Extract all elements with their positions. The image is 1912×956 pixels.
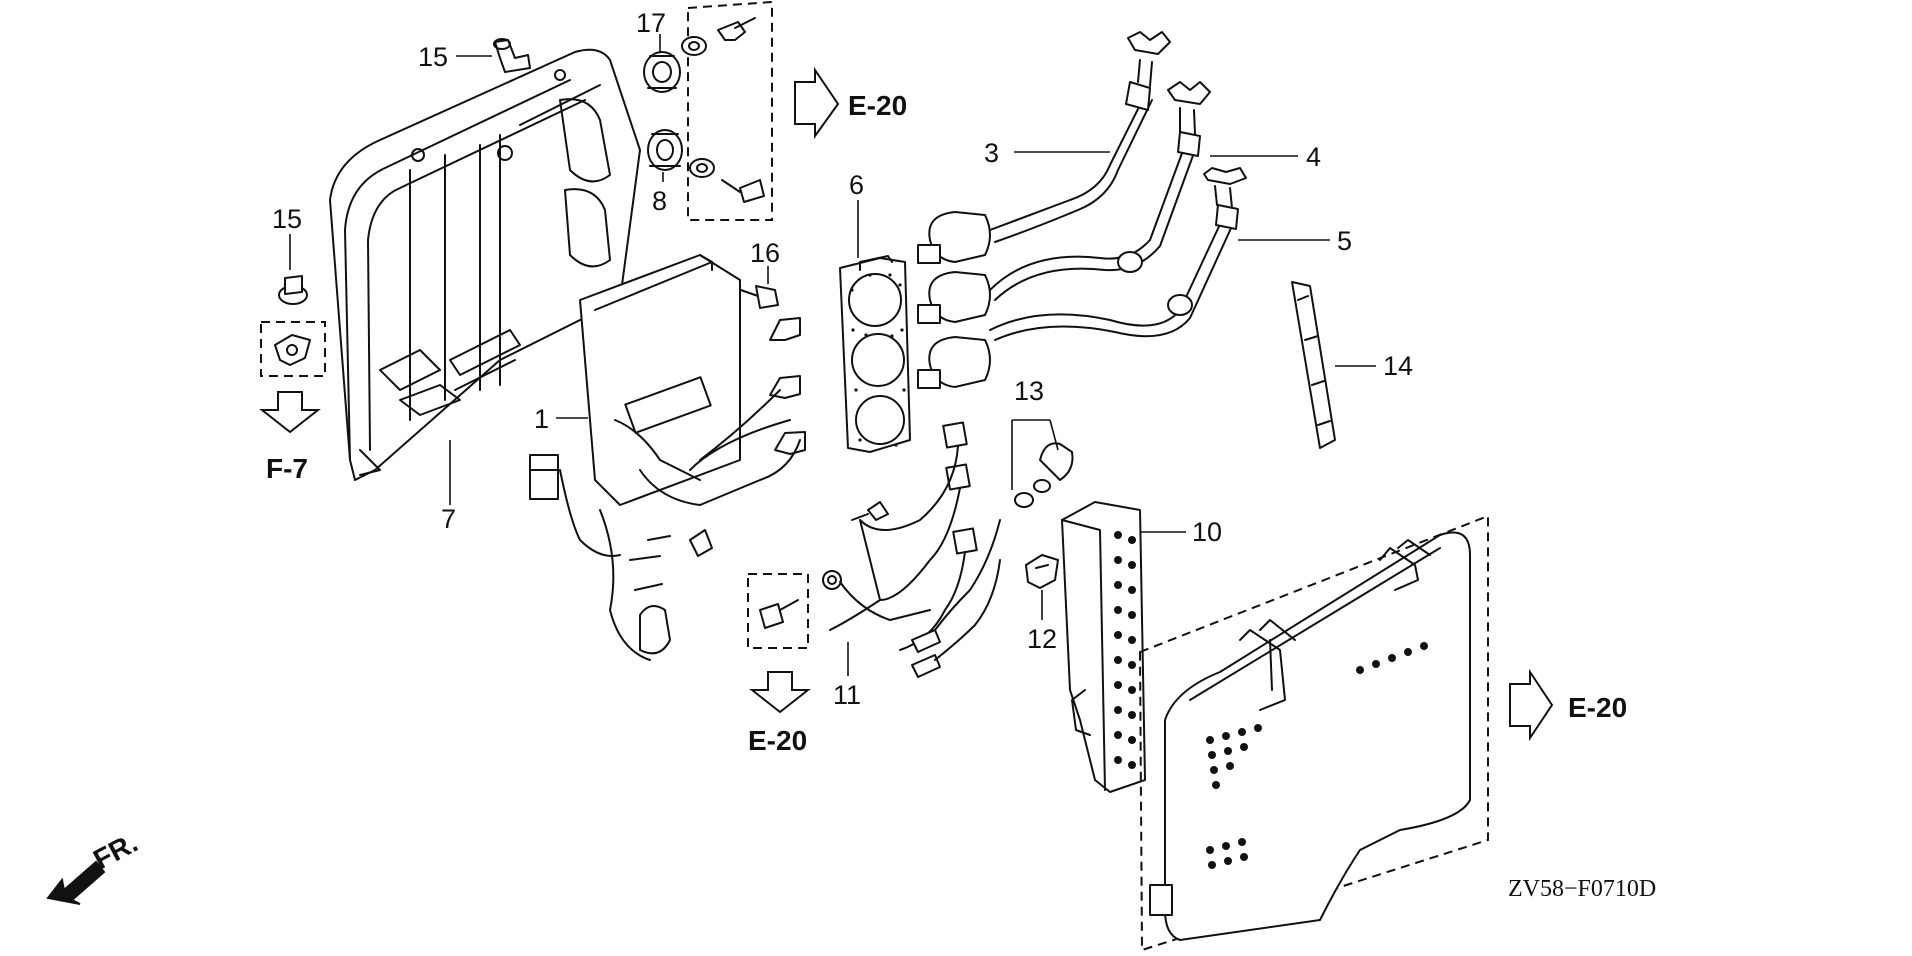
ref-e20-top: E-20 — [848, 90, 907, 121]
part-4-ignition-coil — [917, 81, 1211, 324]
front-direction-arrow — [46, 860, 106, 905]
callout-15-upper: 15 — [418, 42, 448, 72]
callout-4: 4 — [1306, 142, 1321, 172]
callout-12: 12 — [1027, 624, 1057, 654]
cover-dashed-outline — [1138, 514, 1489, 952]
callout-11: 11 — [833, 680, 861, 710]
part-13-cap — [1014, 442, 1074, 508]
diagram-code: ZV58−F0710D — [1508, 876, 1656, 902]
part-12-clip — [1025, 554, 1059, 589]
part-10-holder — [1061, 501, 1146, 793]
ref-e20-bottom: E-20 — [748, 725, 807, 756]
part-6-rubber-mount — [839, 255, 911, 453]
callout-1: 1 — [534, 404, 549, 434]
ref-f7: F-7 — [266, 453, 308, 484]
callout-5: 5 — [1337, 226, 1352, 256]
callout-17: 17 — [636, 8, 666, 38]
dashed-box-bolt — [747, 573, 809, 649]
callout-7: 7 — [441, 504, 456, 534]
leader-13 — [1011, 419, 1059, 490]
callout-8: 8 — [652, 186, 667, 216]
part-14-strip — [1291, 281, 1336, 449]
bolt-part — [759, 603, 784, 629]
callout-3: 3 — [984, 138, 999, 168]
part-3-ignition-coil — [917, 31, 1171, 264]
callout-15-left: 15 — [272, 204, 302, 234]
callout-10: 10 — [1192, 517, 1222, 547]
dashed-box-clip — [260, 321, 326, 377]
part-15-upper-clip — [493, 38, 531, 73]
ref-arrow-e20-right — [1509, 668, 1554, 742]
part-1-control-module — [529, 254, 806, 661]
callout-14: 14 — [1383, 351, 1413, 381]
callout-6: 6 — [849, 170, 864, 200]
dashed-box-bolts — [681, 0, 773, 221]
part-17-grommet — [643, 51, 681, 93]
clip-part — [274, 334, 311, 366]
part-7-bracket — [329, 48, 641, 481]
callout-13: 13 — [1014, 376, 1044, 406]
part-16-bolt — [734, 285, 779, 309]
part-8-grommet — [647, 129, 683, 171]
part-5-ignition-coil — [917, 167, 1247, 389]
callout-16: 16 — [750, 238, 780, 268]
ref-arrow-e20-top — [794, 66, 840, 140]
ref-arrow-e20-bottom — [749, 671, 811, 714]
ref-arrow-f7 — [259, 391, 321, 434]
part-11-harness — [822, 421, 1001, 678]
ref-e20-right: E-20 — [1568, 692, 1627, 723]
part-15-left-clip — [278, 275, 308, 305]
